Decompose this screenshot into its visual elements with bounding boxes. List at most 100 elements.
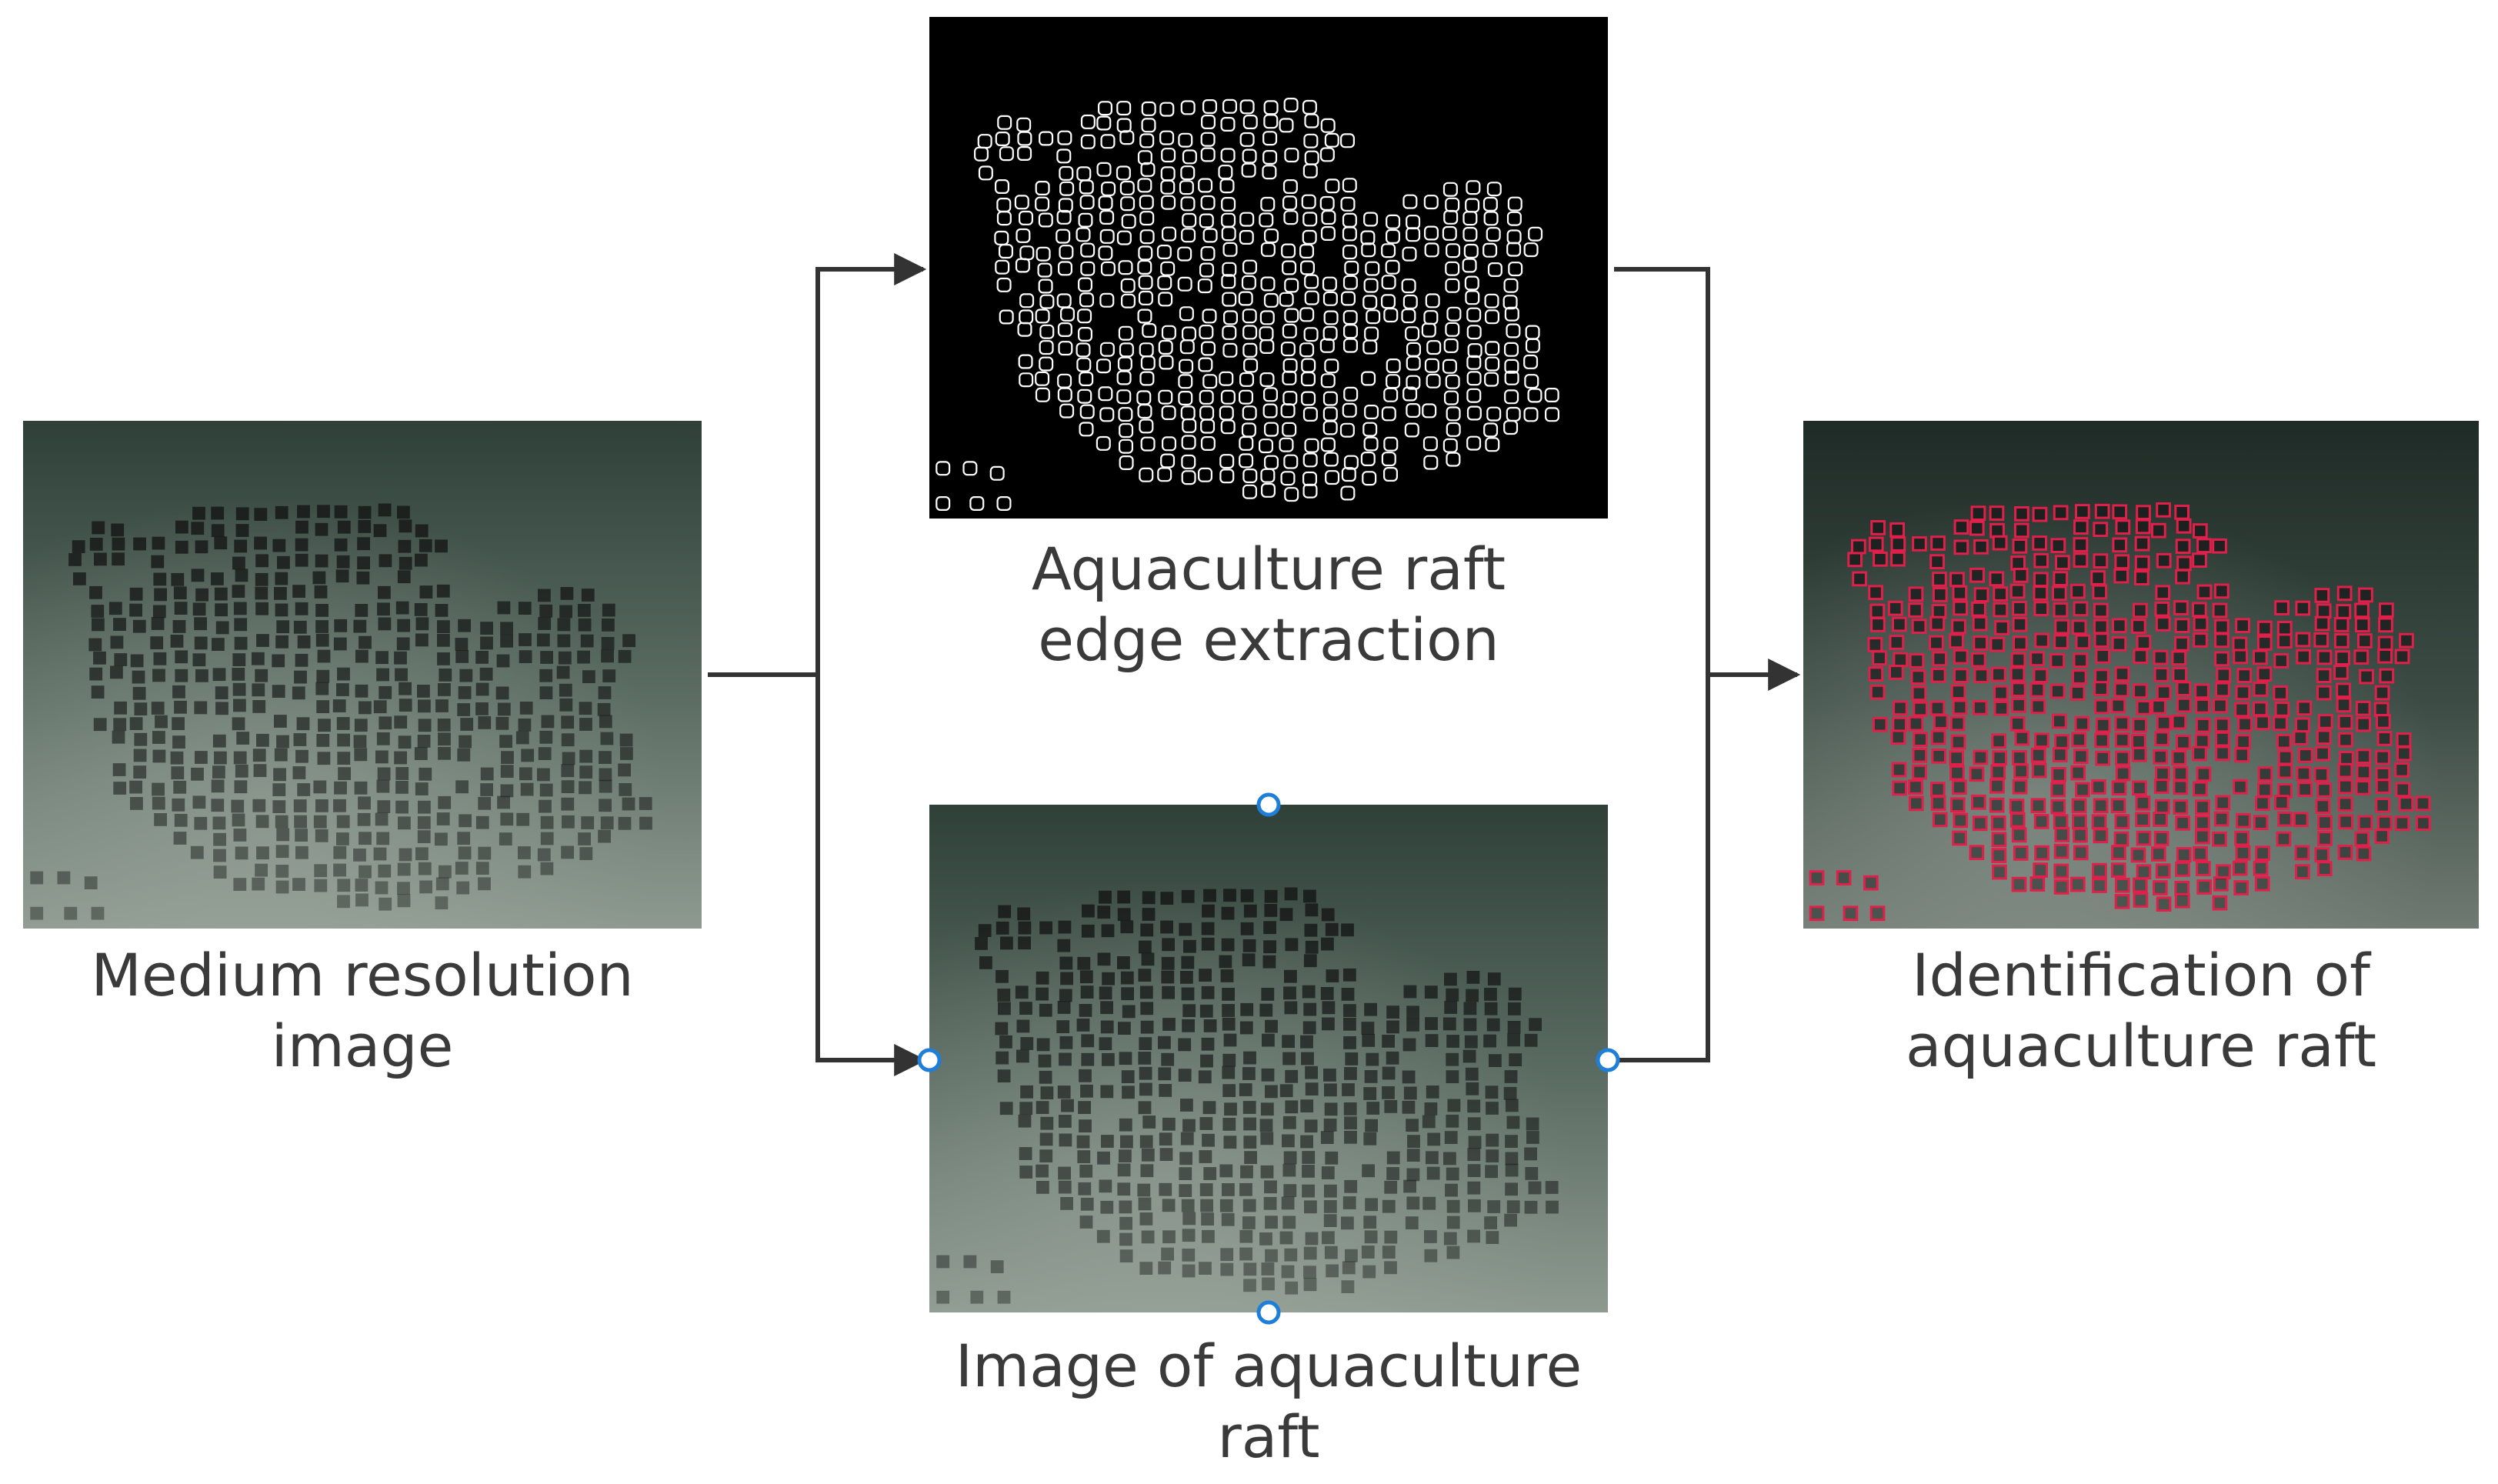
raft-mark bbox=[435, 604, 449, 617]
raft-mark bbox=[1446, 1070, 1459, 1083]
raft-mark bbox=[153, 572, 167, 586]
raft-mark bbox=[2214, 651, 2230, 667]
raft-mark bbox=[1076, 227, 1091, 242]
raft-mark bbox=[1950, 734, 1966, 750]
raft-mark bbox=[1262, 1277, 1275, 1291]
raft-mark bbox=[1238, 291, 1253, 306]
raft-mark bbox=[1239, 435, 1254, 451]
raft-mark bbox=[1872, 650, 1887, 666]
raft-mark bbox=[1263, 292, 1279, 308]
raft-mark bbox=[1421, 322, 1436, 338]
raft-mark bbox=[1199, 325, 1214, 340]
raft-mark bbox=[2135, 795, 2151, 811]
raft-mark bbox=[1035, 308, 1050, 324]
raft-mark bbox=[2032, 506, 2048, 522]
raft-mark bbox=[1137, 308, 1152, 324]
raft-mark bbox=[1422, 1196, 1436, 1210]
selection-handles[interactable] bbox=[917, 792, 1620, 1325]
raft-mark bbox=[294, 815, 307, 829]
raft-mark bbox=[1401, 278, 1416, 294]
raft-mark bbox=[457, 703, 471, 716]
raft-mark bbox=[1528, 1181, 1542, 1195]
raft-mark bbox=[2115, 877, 2130, 893]
raft-mark bbox=[233, 878, 247, 891]
raft-mark bbox=[1098, 386, 1113, 402]
raft-mark bbox=[578, 604, 591, 617]
raft-mark bbox=[1343, 1102, 1357, 1116]
raft-mark bbox=[415, 617, 429, 631]
raft-mark bbox=[1079, 1069, 1092, 1082]
raft-mark bbox=[1382, 1199, 1396, 1213]
raft-mark bbox=[376, 732, 390, 745]
raft-mark bbox=[1036, 1164, 1049, 1178]
raft-mark bbox=[1077, 277, 1092, 292]
raft-mark bbox=[1059, 989, 1072, 1002]
raft-mark bbox=[130, 797, 143, 810]
raft-mark bbox=[2030, 798, 2046, 814]
raft-mark bbox=[1222, 1053, 1236, 1067]
raft-mark bbox=[1178, 1069, 1192, 1082]
raft-mark bbox=[354, 748, 368, 762]
raft-mark bbox=[622, 797, 635, 811]
raft-mark bbox=[2050, 538, 2066, 553]
raft-mark bbox=[2072, 814, 2087, 830]
raft-mark bbox=[1930, 729, 1946, 745]
raft-mark bbox=[1971, 601, 1986, 617]
raft-mark bbox=[2315, 799, 2331, 815]
raft-mark bbox=[1319, 147, 1335, 162]
raft-mark bbox=[234, 636, 248, 650]
raft-mark bbox=[1220, 1262, 1234, 1276]
raft-mark bbox=[336, 555, 350, 569]
raft-mark bbox=[1991, 666, 2006, 682]
raft-mark bbox=[1990, 764, 2006, 780]
raft-mark bbox=[998, 244, 1013, 259]
raft-mark bbox=[2174, 636, 2190, 652]
raft-mark bbox=[399, 682, 412, 695]
raft-mark bbox=[2136, 505, 2151, 520]
raft-mark bbox=[2030, 747, 2046, 763]
raft-mark bbox=[275, 845, 289, 859]
raft-mark bbox=[277, 555, 290, 569]
raft-mark bbox=[1407, 1135, 1420, 1148]
raft-mark bbox=[1260, 468, 1276, 483]
raft-mark bbox=[562, 752, 575, 765]
raft-mark bbox=[292, 686, 305, 700]
raft-mark bbox=[1240, 889, 1254, 902]
selection-handle-left[interactable] bbox=[917, 1048, 942, 1072]
raft-mark bbox=[375, 881, 389, 895]
raft-mark bbox=[1325, 178, 1340, 194]
raft-mark bbox=[1157, 467, 1172, 482]
raft-mark bbox=[936, 1290, 950, 1304]
raft-mark bbox=[1121, 214, 1136, 229]
raft-mark bbox=[2235, 845, 2251, 861]
selection-handle-bottom[interactable] bbox=[1256, 1300, 1281, 1325]
raft-mark bbox=[1468, 1136, 1482, 1149]
raft-mark bbox=[272, 539, 286, 552]
selection-handle-right[interactable] bbox=[1596, 1048, 1620, 1072]
raft-mark bbox=[1039, 921, 1052, 935]
raft-mark bbox=[2336, 585, 2353, 602]
raft-mark bbox=[1384, 1230, 1398, 1244]
raft-mark bbox=[1847, 552, 1863, 568]
raft-mark bbox=[1039, 340, 1054, 355]
raft-mark bbox=[1139, 1135, 1153, 1149]
raft-mark bbox=[1343, 1036, 1356, 1049]
raft-mark bbox=[1322, 1001, 1336, 1015]
raft-mark bbox=[1223, 1033, 1237, 1047]
selection-handle-top[interactable] bbox=[1256, 792, 1281, 817]
raft-mark bbox=[1178, 1038, 1192, 1052]
raft-mark bbox=[2053, 863, 2069, 879]
raft-mark bbox=[212, 816, 226, 830]
raft-mark bbox=[1263, 100, 1279, 115]
raft-mark bbox=[1224, 1102, 1237, 1116]
raft-mark bbox=[375, 651, 389, 665]
raft-mark bbox=[2073, 827, 2088, 843]
raft-mark bbox=[2053, 843, 2069, 859]
raft-mark bbox=[2172, 667, 2188, 682]
raft-mark bbox=[2176, 681, 2192, 696]
raft-mark bbox=[415, 847, 429, 861]
raft-mark bbox=[395, 767, 409, 780]
raft-mark bbox=[1117, 356, 1132, 372]
raft-mark bbox=[2090, 570, 2106, 585]
raft-mark bbox=[1402, 1100, 1416, 1114]
